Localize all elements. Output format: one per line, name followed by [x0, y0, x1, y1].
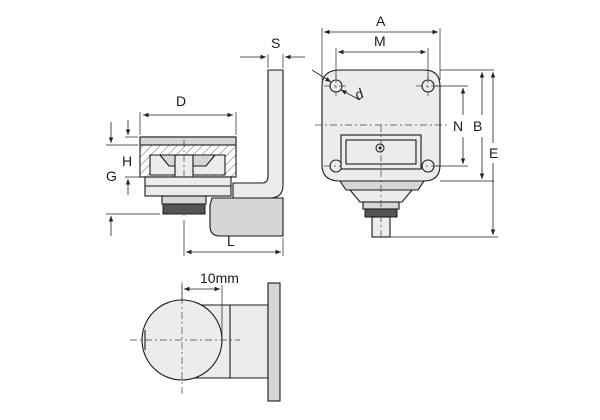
dim-label-g: G [106, 168, 117, 184]
dim-label-l: L [227, 233, 235, 249]
dim-label-s: S [271, 35, 280, 51]
flange [267, 282, 281, 402]
side-view: D S H G L [106, 35, 305, 256]
front-view: A M d N B E [311, 13, 498, 240]
dim-label-e: E [489, 145, 498, 161]
dim-label-b: B [473, 118, 482, 134]
l-bracket [232, 69, 284, 199]
dim-label-h: H [122, 153, 132, 169]
dim-label-10mm: 10mm [200, 270, 239, 286]
nut-upper [161, 195, 207, 205]
support-block [209, 197, 284, 237]
dim-label-a: A [376, 13, 386, 29]
grease-nipple [375, 143, 385, 153]
top-view: 10mm [130, 270, 281, 402]
dim-label-m: M [374, 33, 386, 49]
dim-label-d: D [176, 93, 186, 109]
nut-lower [162, 203, 206, 215]
dim-label-n: N [453, 118, 463, 134]
